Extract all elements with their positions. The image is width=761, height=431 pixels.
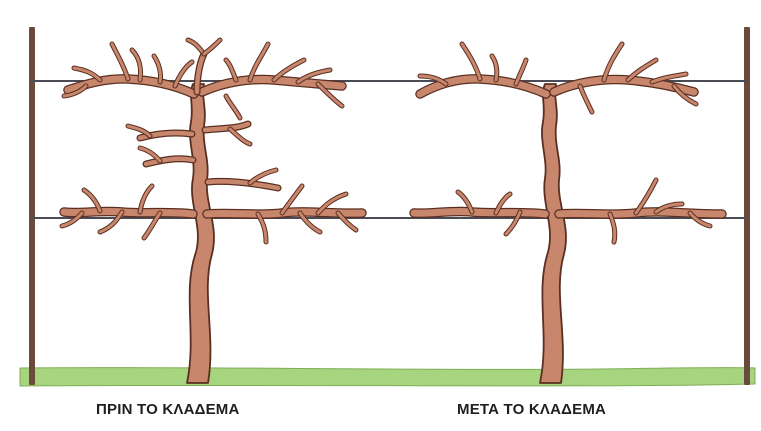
- caption-after-pruning: ΜΕΤΑ ΤΟ ΚΛΑΔΕΜΑ: [457, 401, 606, 418]
- vine-after-trunk: [540, 84, 566, 383]
- vine-after-lower-arm-right: [559, 212, 722, 214]
- vine-after-lower-arm-left: [414, 211, 545, 214]
- caption-before-pruning: ΠΡΙΝ ΤΟ ΚΛΑΔΕΜΑ: [96, 401, 240, 418]
- vine-before-pruning: [62, 40, 362, 383]
- vine-after-pruning: [414, 44, 722, 383]
- ground: [20, 368, 755, 386]
